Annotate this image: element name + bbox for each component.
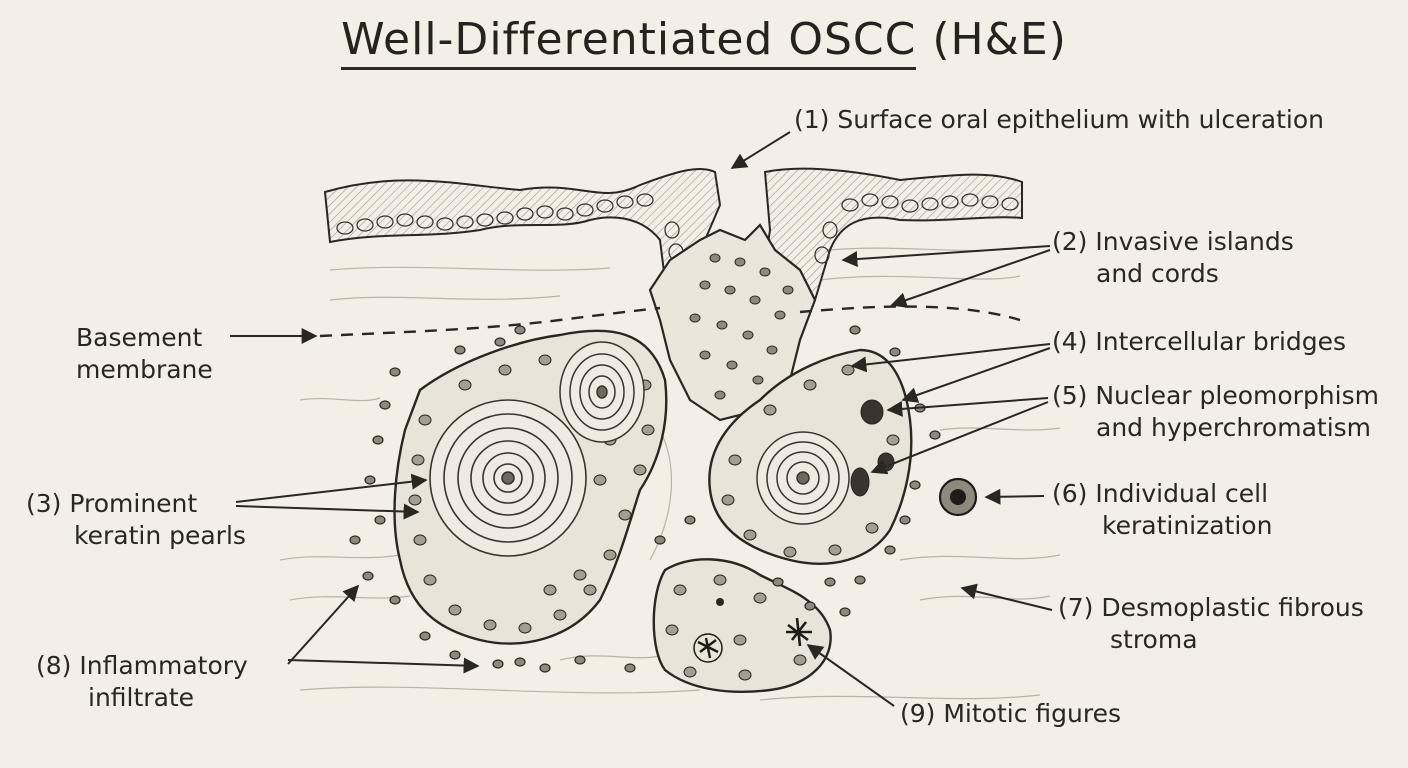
label-individual-keratinization-line1: (6) Individual cell xyxy=(1052,479,1269,508)
label-inflammatory-infiltrate-line2: infiltrate xyxy=(88,683,195,712)
label-desmoplastic-stroma: (7) Desmoplastic fibrous stroma xyxy=(1058,592,1364,656)
label-individual-keratinization: (6) Individual cell keratinization xyxy=(1052,478,1272,542)
label-invasive-islands-line2: and cords xyxy=(1096,259,1219,288)
left-tumor-island xyxy=(393,329,668,645)
keratin-pearl-small xyxy=(559,341,645,443)
mitotic-figure-left xyxy=(693,633,723,663)
label-individual-keratinization-line2: keratinization xyxy=(1102,511,1273,540)
keratin-pearl-right xyxy=(756,431,850,525)
label-surface-epithelium-line1: (1) Surface oral epithelium with ulcerat… xyxy=(794,105,1324,134)
label-nuclear-pleomorphism-line2: and hyperchromatism xyxy=(1096,413,1372,442)
mitotic-figure-right xyxy=(786,617,812,647)
label-nuclear-pleomorphism-line1: (5) Nuclear pleomorphism xyxy=(1052,381,1379,410)
label-intercellular-bridges: (4) Intercellular bridges xyxy=(1052,326,1346,358)
label-intercellular-bridges-line1: (4) Intercellular bridges xyxy=(1052,327,1347,356)
surface-epithelium xyxy=(323,167,1023,301)
basement-membrane-line xyxy=(319,305,1021,338)
label-basement-membrane: Basement membrane xyxy=(76,322,213,386)
label-inflammatory-infiltrate-line1: (8) Inflammatory xyxy=(36,651,248,680)
label-basement-membrane-line1: Basement xyxy=(76,323,203,352)
invasive-cord xyxy=(648,223,817,422)
inflammatory-cells xyxy=(349,325,941,673)
label-surface-epithelium: (1) Surface oral epithelium with ulcerat… xyxy=(794,104,1324,136)
lower-tumor-island xyxy=(652,558,832,693)
label-invasive-islands-line1: (2) Invasive islands xyxy=(1052,227,1294,256)
label-mitotic-figures: (9) Mitotic figures xyxy=(900,698,1121,730)
label-keratin-pearls: (3) Prominent keratin pearls xyxy=(26,488,246,552)
label-keratin-pearls-line2: keratin pearls xyxy=(74,521,246,550)
title-sub: (H&E) xyxy=(932,14,1067,65)
label-invasive-islands: (2) Invasive islands and cords xyxy=(1052,226,1294,290)
leader-arrows xyxy=(230,131,1053,707)
diagram-title: Well-Differentiated OSCC (H&E) xyxy=(0,14,1408,70)
label-desmoplastic-stroma-line1: (7) Desmoplastic fibrous xyxy=(1058,593,1364,622)
label-basement-membrane-line2: membrane xyxy=(76,355,213,384)
label-keratin-pearls-line1: (3) Prominent xyxy=(26,489,198,518)
right-tumor-island xyxy=(708,348,913,565)
title-main: Well-Differentiated OSCC xyxy=(341,14,917,70)
label-desmoplastic-stroma-line2: stroma xyxy=(1110,625,1198,654)
label-mitotic-figures-line1: (9) Mitotic figures xyxy=(900,699,1122,728)
label-nuclear-pleomorphism: (5) Nuclear pleomorphism and hyperchroma… xyxy=(1052,380,1379,444)
individual-keratinized-cell xyxy=(938,477,978,517)
keratin-pearl-large xyxy=(429,399,587,557)
label-inflammatory-infiltrate: (8) Inflammatory infiltrate xyxy=(36,650,248,714)
